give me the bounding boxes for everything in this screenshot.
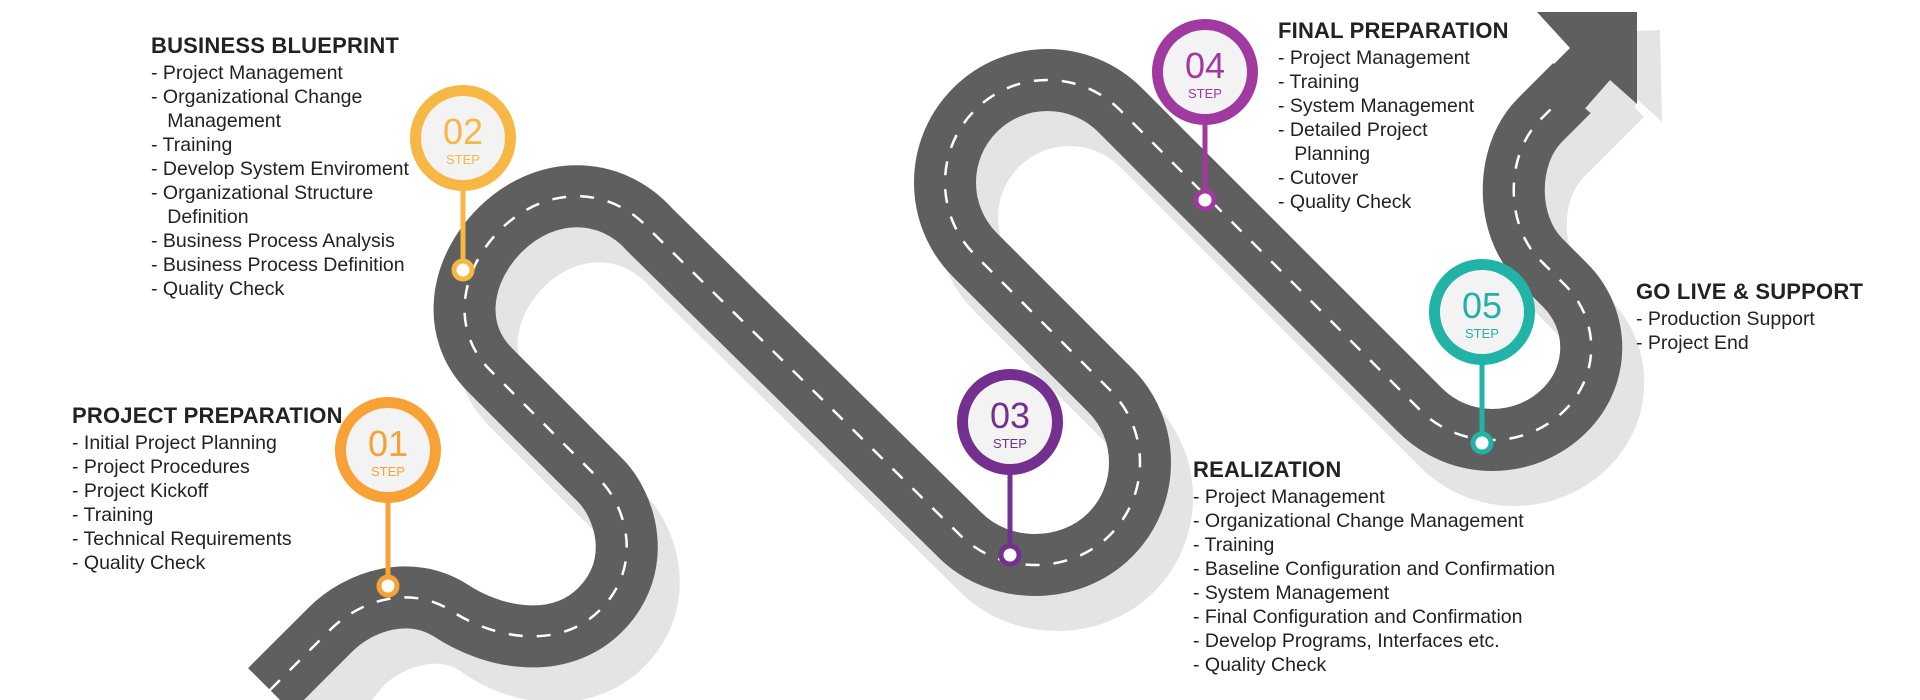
stage-item: - Develop Programs, Interfaces etc. — [1193, 630, 1500, 652]
stage-item: - Training — [1278, 71, 1360, 93]
stage-item: Definition — [151, 206, 249, 228]
stage-item: - Develop System Enviroment — [151, 158, 409, 180]
stage-item: - Project Procedures — [72, 456, 250, 478]
stage-item: - Quality Check — [72, 552, 206, 574]
stage-item: - Project Management — [151, 62, 343, 84]
stage-final-preparation: FINAL PREPARATION - Project Management- … — [1278, 18, 1509, 214]
stage-item: - Baseline Configuration and Confirmatio… — [1193, 558, 1556, 580]
road-shadow — [293, 73, 1645, 700]
stage-item: - Production Support — [1636, 308, 1815, 330]
stage-item: - Quality Check — [1193, 654, 1327, 676]
stage-item: - Training — [151, 134, 233, 156]
stage-item: - Initial Project Planning — [72, 432, 277, 454]
stage-item: - Training — [1193, 534, 1275, 556]
stage-title: BUSINESS BLUEPRINT — [151, 33, 400, 58]
stage-item: - Training — [72, 504, 154, 526]
stage-title: REALIZATION — [1193, 457, 1342, 482]
stage-item: - Project End — [1636, 332, 1749, 354]
stage-item: - Quality Check — [1278, 191, 1412, 213]
stage-item: - Project Management — [1278, 47, 1470, 69]
stage-title: GO LIVE & SUPPORT — [1636, 279, 1864, 304]
step-4-number: 04 — [1185, 45, 1225, 86]
stage-item: - Business Process Definition — [151, 254, 405, 276]
stage-business-blueprint: BUSINESS BLUEPRINT - Project Management-… — [151, 33, 409, 301]
stage-items: - Initial Project Planning- Project Proc… — [72, 431, 343, 575]
step-1-label: STEP — [371, 464, 405, 479]
step-5-number: 05 — [1462, 285, 1502, 326]
stage-go-live-support: GO LIVE & SUPPORT - Production Support- … — [1636, 279, 1863, 355]
step-3-number: 03 — [990, 395, 1030, 436]
stage-item: - Organizational Structure — [151, 182, 374, 204]
step-2-number: 02 — [443, 111, 483, 152]
arrow-head-icon — [1536, 12, 1637, 120]
pin-step-1: 01 STEP — [335, 397, 441, 598]
stage-item: Planning — [1278, 143, 1371, 165]
stage-item: - System Management — [1278, 95, 1475, 117]
stage-item: - Detailed Project — [1278, 119, 1428, 141]
stage-title: PROJECT PREPARATION — [72, 403, 343, 428]
stage-item: - Organizational Change Management — [1193, 510, 1524, 532]
stage-item: - Project Management — [1193, 486, 1385, 508]
step-2-label: STEP — [446, 152, 480, 167]
stage-item: - Cutover — [1278, 167, 1359, 189]
stage-project-preparation: PROJECT PREPARATION - Initial Project Pl… — [72, 403, 343, 575]
pin-step-3: 03 STEP — [957, 369, 1063, 567]
stage-items: - Project Management- Training- System M… — [1278, 46, 1509, 214]
stage-item: - Organizational Change — [151, 86, 363, 108]
stage-item: - Project Kickoff — [72, 480, 209, 502]
stage-item: - Business Process Analysis — [151, 230, 395, 252]
stage-items: - Production Support- Project End — [1636, 307, 1863, 355]
stage-title: FINAL PREPARATION — [1278, 18, 1509, 43]
stage-item: Management — [151, 110, 282, 132]
step-3-label: STEP — [993, 436, 1027, 451]
pin-step-4: 04 STEP — [1152, 19, 1258, 212]
step-1-number: 01 — [368, 423, 408, 464]
stage-item: - Quality Check — [151, 278, 285, 300]
stage-realization: REALIZATION - Project Management- Organi… — [1193, 457, 1555, 677]
road-center-line — [269, 78, 1593, 691]
pin-step-2: 02 STEP — [410, 85, 516, 282]
stage-item: - Technical Requirements — [72, 528, 292, 550]
stage-item: - Final Configuration and Confirmation — [1193, 606, 1523, 628]
stage-items: - Project Management- Organizational Cha… — [151, 61, 409, 301]
stage-items: - Project Management- Organizational Cha… — [1193, 485, 1555, 677]
step-5-label: STEP — [1465, 326, 1499, 341]
pin-step-5: 05 STEP — [1429, 259, 1535, 455]
stage-item: - System Management — [1193, 582, 1390, 604]
step-4-label: STEP — [1188, 86, 1222, 101]
